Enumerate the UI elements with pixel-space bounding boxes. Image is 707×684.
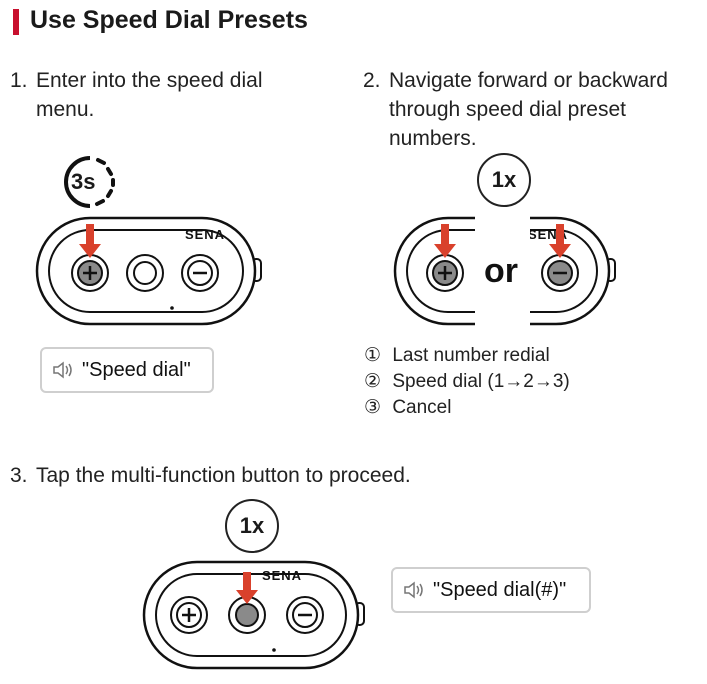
device-brand-label: SENA [185, 227, 225, 242]
step-1: 1. Enter into the speed dial menu. [10, 66, 310, 124]
press-arrow-icon [236, 572, 258, 604]
plus-button-step2 [426, 254, 464, 292]
minus-button [181, 254, 219, 292]
speaker-icon [404, 581, 423, 599]
list-item: ② Speed dial (1→2→3) [364, 369, 570, 395]
multi-function-button [126, 254, 164, 292]
section-title: Use Speed Dial Presets [30, 6, 308, 34]
speaker-icon [53, 361, 72, 379]
tap-count-label: 1x [491, 167, 517, 192]
list-label: Last number redial [392, 345, 550, 366]
step-3: 3. Tap the multi-function button to proc… [10, 461, 610, 490]
step-2-line-2: through speed dial preset [389, 98, 626, 121]
list-marker: ① [364, 345, 382, 366]
step-1-line-2: menu. [36, 98, 95, 121]
step-3-number: 3. [10, 464, 28, 487]
tap-1x-badge-step2: 1x [477, 153, 531, 207]
or-label: or [484, 252, 518, 290]
list-label: Cancel [392, 397, 452, 418]
headset-device-step3: SENA [142, 560, 365, 670]
hold-timer-icon [64, 156, 115, 208]
voice-prompt-text: "Speed dial(#)" [433, 578, 567, 601]
list-item: ① Last number redial [364, 343, 570, 369]
press-arrow-icon [434, 224, 456, 258]
press-arrow-icon [549, 224, 571, 258]
minus-button-step2 [541, 254, 579, 292]
list-marker: ③ [364, 397, 382, 418]
hold-3s-badge: 3s [60, 152, 120, 212]
plus-button [71, 254, 109, 292]
step-1-number: 1. [10, 69, 28, 92]
multi-function-button-step3 [228, 596, 266, 634]
hold-duration-label: 3s [71, 169, 96, 194]
step-3-line-1: Tap the multi-function button to proceed… [36, 464, 411, 487]
tap-1x-badge-step3: 1x [225, 499, 279, 553]
headset-device-step2: SENA [393, 216, 616, 326]
plus-button-step3 [170, 596, 208, 634]
headset-device-step1: SENA [35, 216, 262, 326]
press-arrow-icon [79, 224, 101, 258]
list-label: Speed dial (1→2→3) [392, 371, 570, 392]
step-2-number: 2. [363, 69, 381, 92]
voice-prompt-speed-dial: "Speed dial" [40, 347, 214, 393]
list-marker: ② [364, 371, 382, 392]
step-1-line-1: Enter into the speed dial [36, 69, 263, 92]
voice-prompt-speed-dial-number: "Speed dial(#)" [391, 567, 591, 613]
list-item: ③ Cancel [364, 395, 570, 421]
voice-prompt-text: "Speed dial" [82, 358, 191, 381]
step-2: 2. Navigate forward or backward through … [363, 66, 703, 153]
step-2-line-3: numbers. [389, 127, 477, 150]
minus-button-step3 [286, 596, 324, 634]
tap-count-label: 1x [239, 513, 265, 538]
step-2-line-1: Navigate forward or backward [389, 69, 668, 92]
title-accent-bar [13, 9, 19, 35]
device-brand-label: SENA [262, 568, 302, 583]
menu-options-list: ① Last number redial ② Speed dial (1→2→3… [364, 343, 570, 421]
